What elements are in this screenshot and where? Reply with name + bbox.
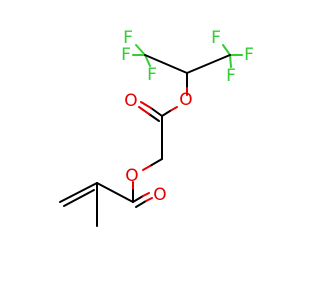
molecule-structure-diagram: F F F F F F O O O O (59, 28, 254, 227)
atom-f-top-left: F (123, 28, 133, 48)
bond-c2-o-double-b-red (145, 197, 153, 202)
bond-ch2-o (149, 158, 163, 167)
atom-f-left: F (121, 45, 131, 65)
atom-f-top-right: F (211, 28, 221, 48)
bond-c1-o-double-a (150, 107, 163, 117)
bond-o-carbonyl-c1 (161, 110, 171, 117)
bond-c1-o-double-a-red (140, 101, 152, 109)
bond-c-f-top-left (135, 44, 146, 56)
atom-f-lower-right: F (226, 66, 236, 86)
bond-c2-o-double-a-red (142, 192, 150, 197)
bond-o-carbonyl-c1-red (169, 106, 178, 112)
atom-o-ester-glycolate: O (125, 166, 138, 186)
atom-f-right: F (244, 45, 254, 65)
atom-o-carbonyl-1: O (124, 91, 137, 111)
bond-c2-c-alpha (96, 182, 134, 203)
atom-f-lower-left: F (147, 65, 157, 85)
bond-c-f-top-right (222, 44, 231, 56)
atom-o-carbonyl-2: O (153, 185, 166, 205)
bond-c2-o-double-a (132, 195, 144, 203)
bond-c-alpha-ch2-a (59, 182, 98, 203)
bond-c-alpha-ch2-b (63, 189, 95, 207)
bond-ch-cf3-right (186, 54, 231, 74)
bond-c1-o-double-b-red (138, 106, 150, 115)
bond-c1-o-double-b (148, 113, 160, 122)
bond-ch2-o-red (142, 165, 151, 171)
bond-c-f-lower-left (144, 54, 151, 67)
bond-cf3-ch-left (144, 54, 188, 74)
bond-c-f-lower-right (229, 54, 232, 68)
atom-o-ester-hfip: O (179, 90, 192, 110)
bond-c2-o-double-b (135, 200, 147, 208)
